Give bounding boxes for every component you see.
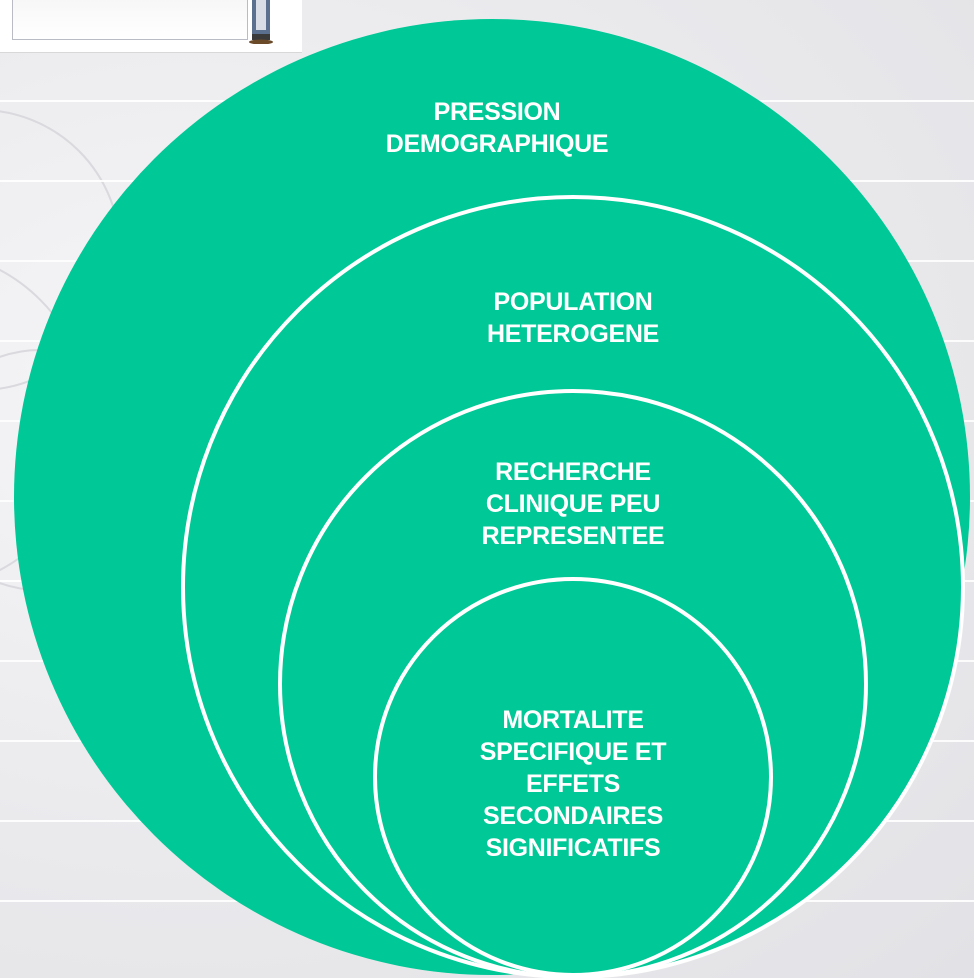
- outer-circle-label-line: DEMOGRAPHIQUE: [386, 130, 609, 158]
- person-icon: [249, 0, 273, 44]
- third-circle-label: RECHERCHE CLINIQUE PEU REPRESENTEE: [482, 458, 665, 550]
- corner-picture: [0, 0, 302, 53]
- inner-circle-label-line: SIGNIFICATIFS: [486, 834, 661, 862]
- second-circle-label: POPULATION HETEROGENE: [487, 288, 659, 348]
- third-circle-label-line: RECHERCHE: [495, 458, 651, 486]
- third-circle-label-line: REPRESENTEE: [482, 522, 665, 550]
- outer-circle-label: PRESSION DEMOGRAPHIQUE: [386, 98, 609, 158]
- second-circle-label-line: POPULATION: [493, 288, 652, 316]
- corner-picture-frame: [12, 0, 248, 40]
- inner-circle: [373, 577, 773, 977]
- outer-circle-label-line: PRESSION: [434, 98, 561, 126]
- inner-circle-label-line: MORTALITE: [502, 706, 643, 734]
- inner-circle-label-line: EFFETS: [526, 770, 620, 798]
- inner-circle-label: MORTALITE SPECIFIQUE ET EFFETS SECONDAIRES S…: [480, 706, 666, 862]
- inner-circle-label-line: SECONDAIRES: [483, 802, 663, 830]
- inner-circle-label-line: SPECIFIQUE ET: [480, 738, 666, 766]
- third-circle-label-line: CLINIQUE PEU: [486, 490, 660, 518]
- second-circle-label-line: HETEROGENE: [487, 320, 659, 348]
